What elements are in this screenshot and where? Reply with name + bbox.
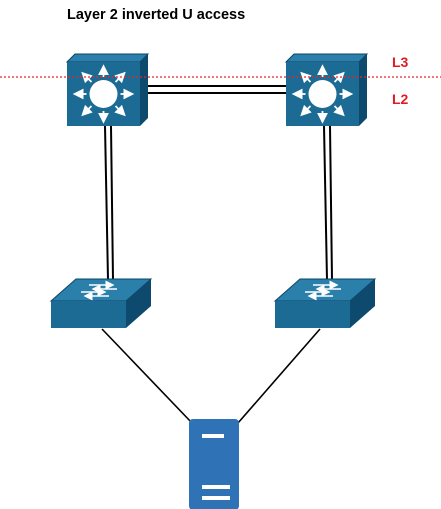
link-l3-left-to-access-left (104, 125, 114, 281)
link-l3-right-to-access-right (323, 125, 333, 281)
server-icon[interactable] (189, 419, 239, 509)
workgroup-switch-icon[interactable] (49, 278, 153, 328)
diagram-title: Layer 2 inverted U access (67, 7, 245, 23)
layer-label-upper: L3 (392, 54, 409, 70)
multilayer-switch-icon[interactable] (284, 53, 369, 126)
multilayer-switch-icon[interactable] (65, 53, 150, 126)
links (101, 85, 333, 424)
layer-label-lower: L2 (392, 91, 409, 107)
workgroup-switch-icon[interactable] (273, 278, 377, 328)
link-access-left-to-server (101, 328, 193, 424)
link-l3-left-to-l3-right (148, 85, 288, 94)
link-access-right-to-server (237, 328, 321, 424)
